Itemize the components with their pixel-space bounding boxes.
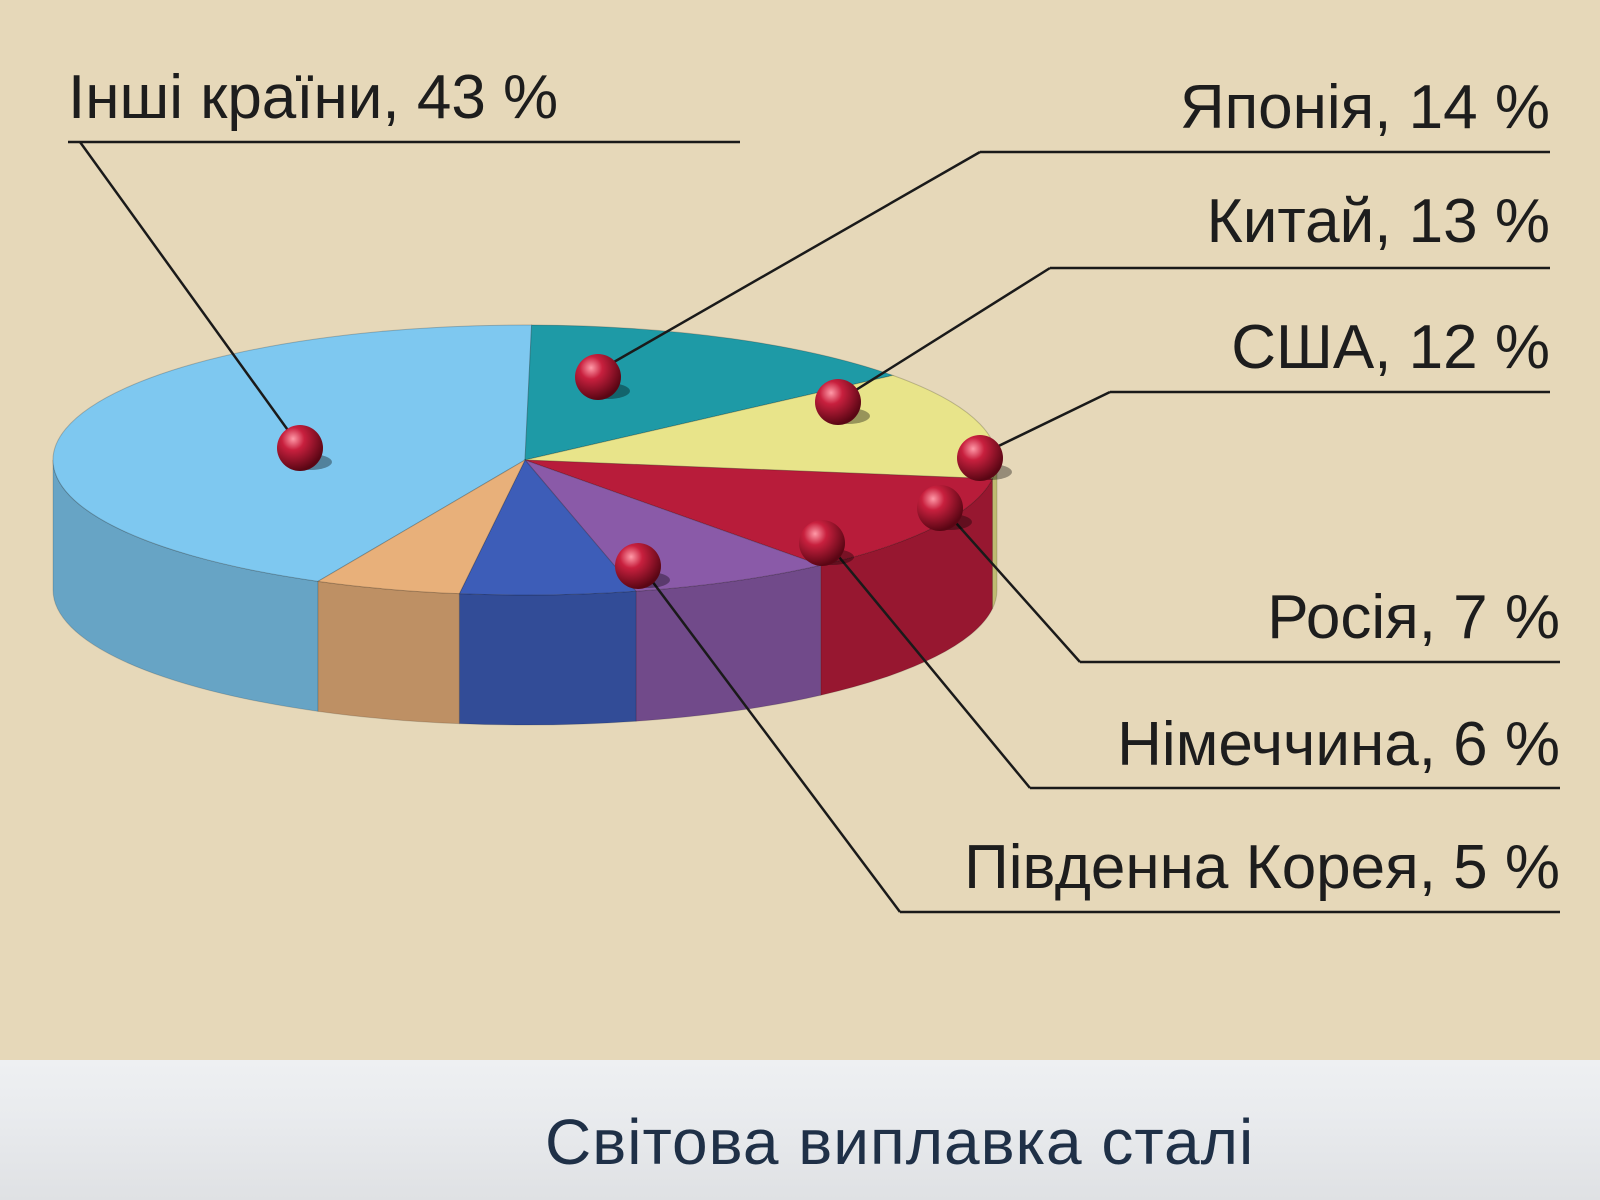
pie-side xyxy=(991,459,998,610)
marker-bead-1 xyxy=(277,425,323,471)
leader-line-2 xyxy=(599,150,981,372)
leader-line-1 xyxy=(78,141,297,441)
slice-label-6: Німеччина, 6 % xyxy=(1117,710,1560,779)
leader-line-5 xyxy=(939,504,1081,663)
pie-chart: Інші країни, 43 % Японія, 14 % Китай, 13 %… xyxy=(52,63,1560,914)
pie-slice-2 xyxy=(524,324,895,461)
slice-label-7: Південна Корея, 5 % xyxy=(964,833,1560,902)
marker-bead-5 xyxy=(917,485,963,531)
slice-label-2: Японія, 14 % xyxy=(1180,73,1550,142)
pie-slice-7 xyxy=(316,458,527,595)
slice-label-3: Китай, 13 % xyxy=(1207,187,1550,256)
leader-line-7 xyxy=(638,564,902,913)
leader-line-4 xyxy=(979,390,1111,457)
leader-line-3 xyxy=(839,266,1051,402)
marker-bead-7 xyxy=(615,543,661,589)
pie-slice-5 xyxy=(523,458,823,592)
marker-bead-6 xyxy=(799,520,845,566)
leader-line-6 xyxy=(824,539,1031,789)
slice-label-5: Росія, 7 % xyxy=(1267,583,1560,652)
marker-bead-2 xyxy=(575,354,621,400)
pie-side xyxy=(635,564,822,722)
pie-slice-6 xyxy=(458,459,638,596)
caption-band xyxy=(0,1060,1600,1200)
slice-label-4: США, 12 % xyxy=(1231,313,1550,382)
chart-area: Інші країни, 43 % Японія, 14 % Китай, 13 %… xyxy=(52,63,1560,914)
slice-label-1: Інші країни, 43 % xyxy=(68,63,558,132)
chart-title: Світова виплавка сталі xyxy=(545,1106,1255,1178)
marker-bead-3 xyxy=(815,379,861,425)
marker-bead-4 xyxy=(957,435,1003,481)
